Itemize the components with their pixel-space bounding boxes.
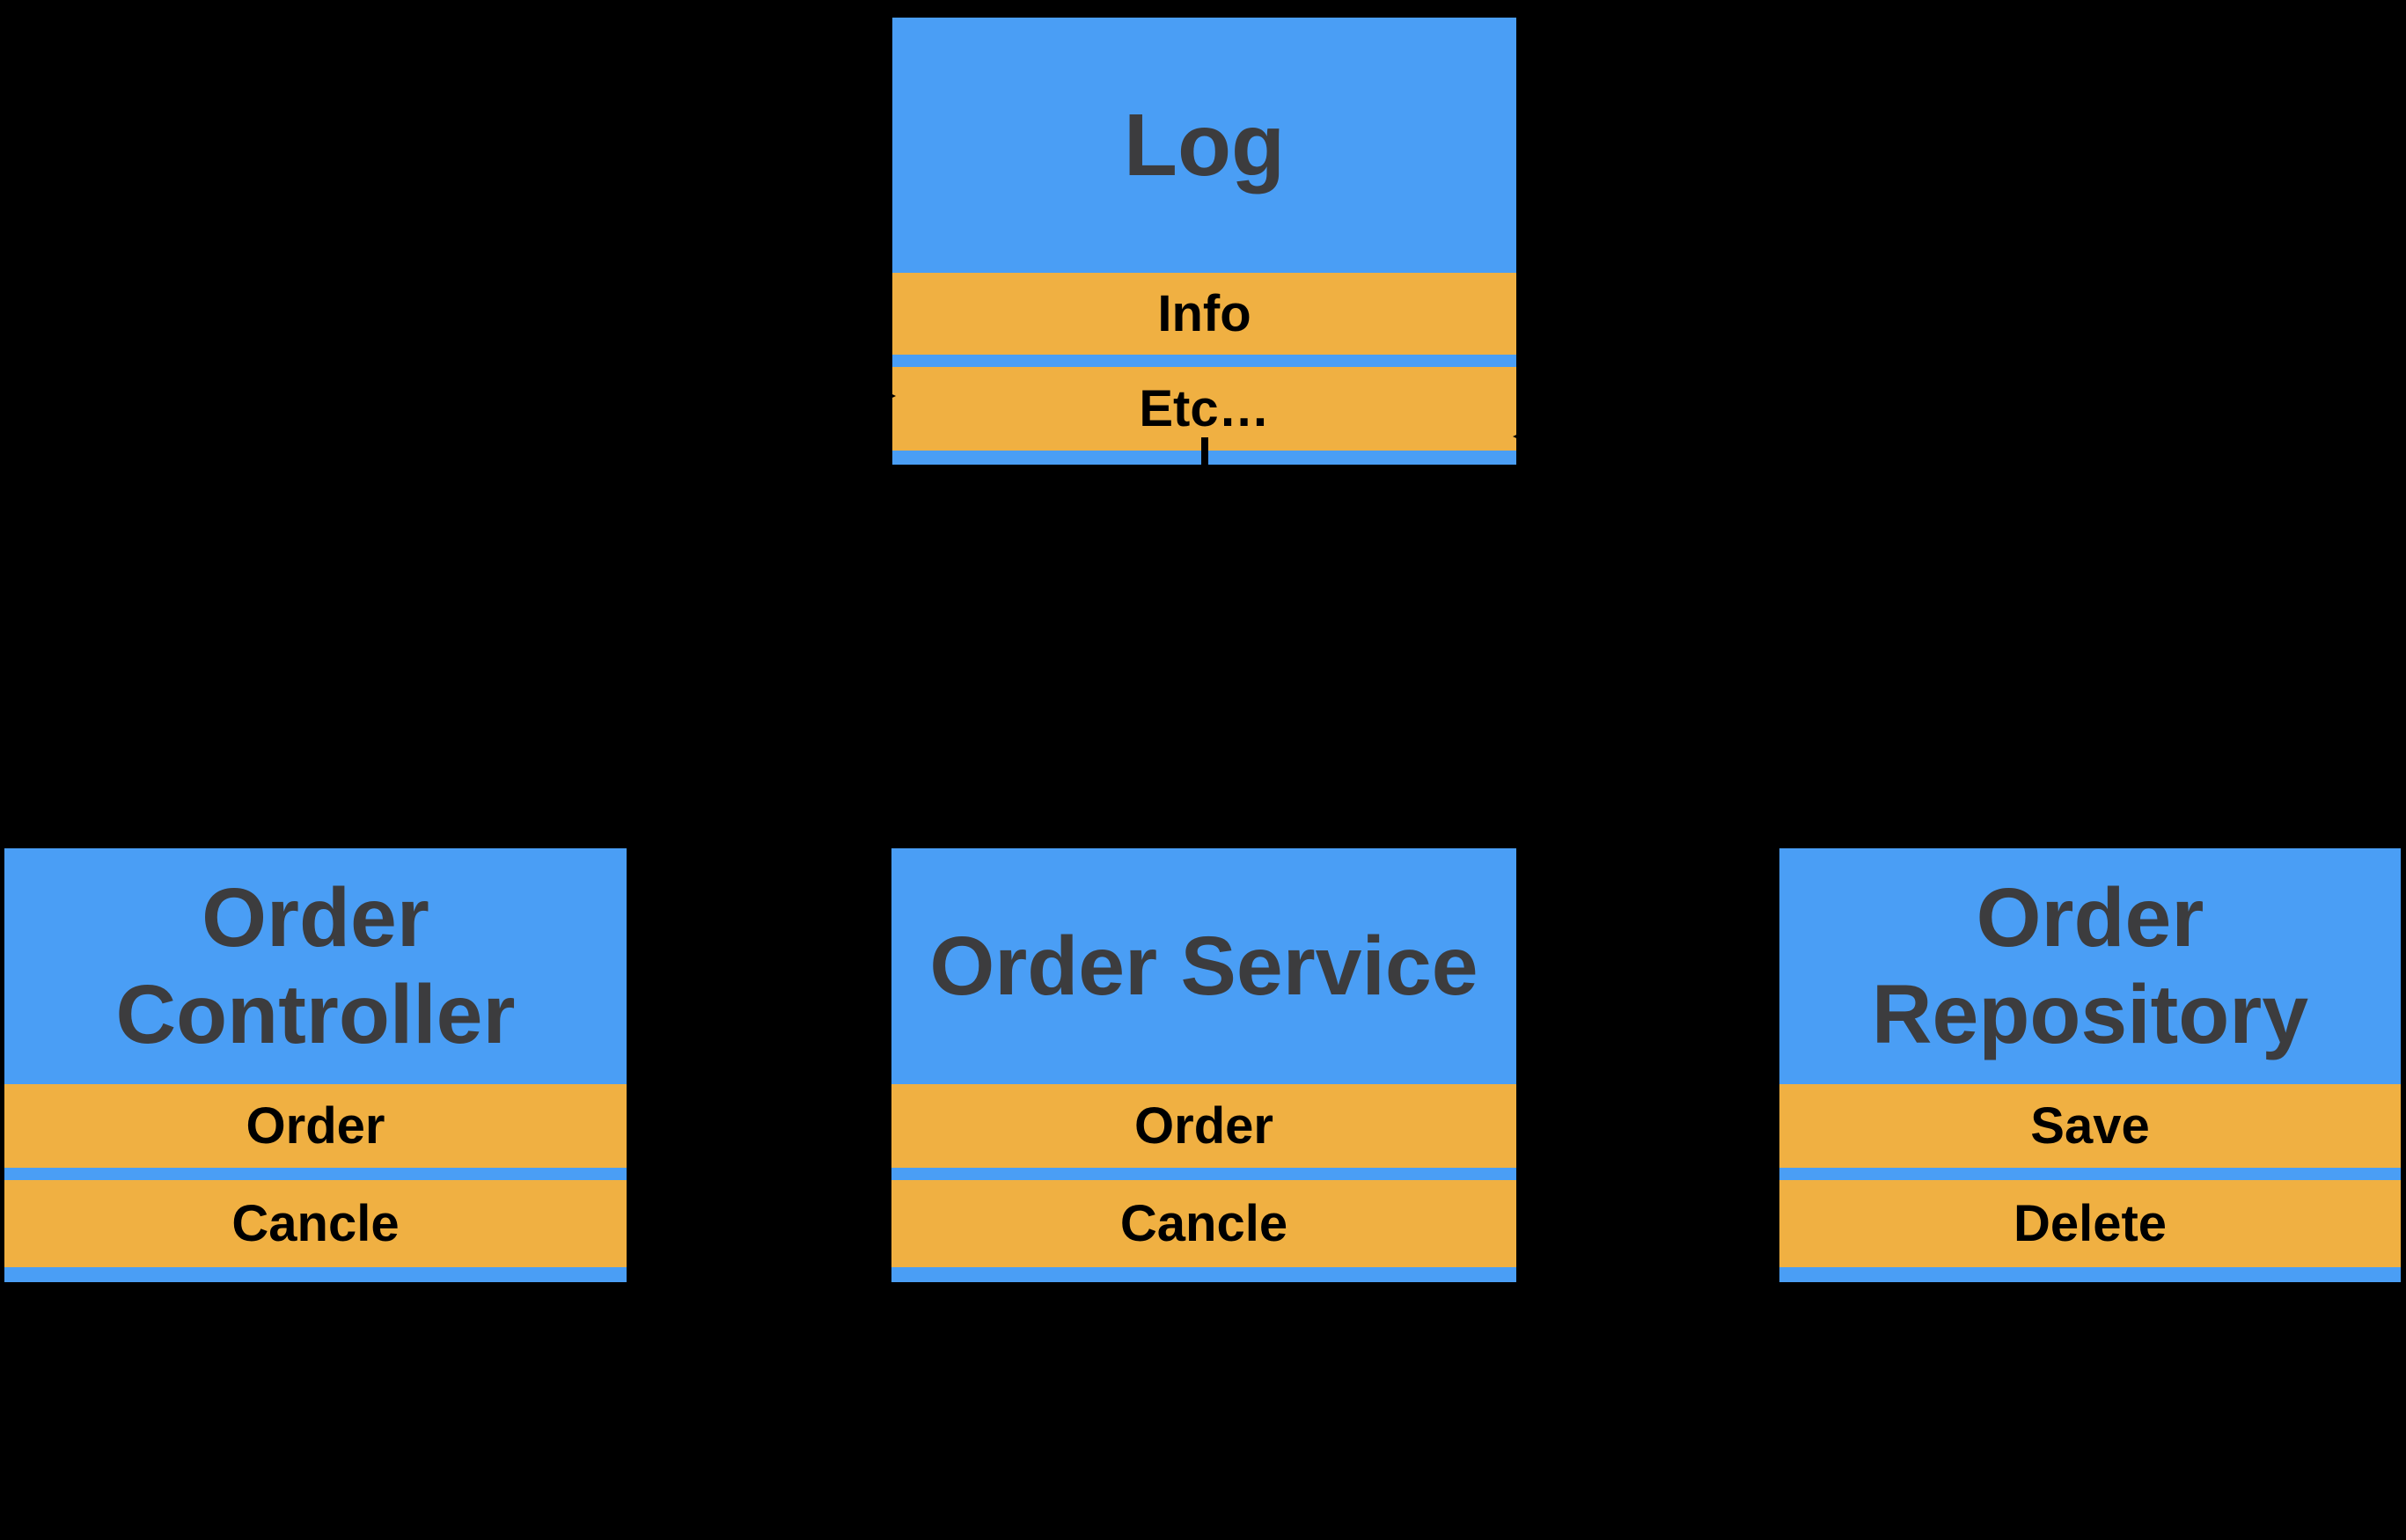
class-title: Log bbox=[1123, 96, 1286, 194]
method-label: Order bbox=[1134, 1097, 1273, 1155]
method-row: Delete bbox=[1779, 1180, 2401, 1267]
method-label: Save bbox=[2030, 1097, 2150, 1155]
method-label: Cancle bbox=[1119, 1195, 1288, 1252]
class-header: Log bbox=[892, 18, 1516, 273]
connector-arrowhead-into-log-right-icon bbox=[1513, 429, 1528, 444]
method-label: Etc… bbox=[1139, 380, 1270, 437]
class-box-log: Log Info Etc… bbox=[892, 18, 1516, 465]
connector-stub-log-bottom bbox=[1201, 437, 1208, 480]
method-row: Etc… bbox=[892, 367, 1516, 451]
class-title: Order Repository bbox=[1871, 870, 2309, 1061]
class-box-order-repository: Order Repository Save Delete bbox=[1779, 848, 2401, 1282]
class-title: Order Controller bbox=[115, 870, 516, 1061]
method-label: Info bbox=[1157, 285, 1251, 342]
method-row: Cancle bbox=[891, 1180, 1516, 1267]
class-header: Order Controller bbox=[4, 848, 627, 1084]
class-header: Order Service bbox=[891, 848, 1516, 1084]
method-label: Order bbox=[246, 1097, 385, 1155]
class-box-order-controller: Order Controller Order Cancle bbox=[4, 848, 627, 1282]
method-row: Cancle bbox=[4, 1180, 627, 1267]
method-row: Order bbox=[4, 1084, 627, 1168]
method-label: Cancle bbox=[231, 1195, 400, 1252]
method-row: Info bbox=[892, 273, 1516, 355]
method-row: Save bbox=[1779, 1084, 2401, 1168]
class-header: Order Repository bbox=[1779, 848, 2401, 1084]
method-row: Order bbox=[891, 1084, 1516, 1168]
method-label: Delete bbox=[2013, 1195, 2168, 1252]
class-box-order-service: Order Service Order Cancle bbox=[891, 848, 1516, 1282]
connector-arrowhead-into-log-left-icon bbox=[881, 389, 896, 403]
class-title: Order Service bbox=[929, 919, 1478, 1013]
